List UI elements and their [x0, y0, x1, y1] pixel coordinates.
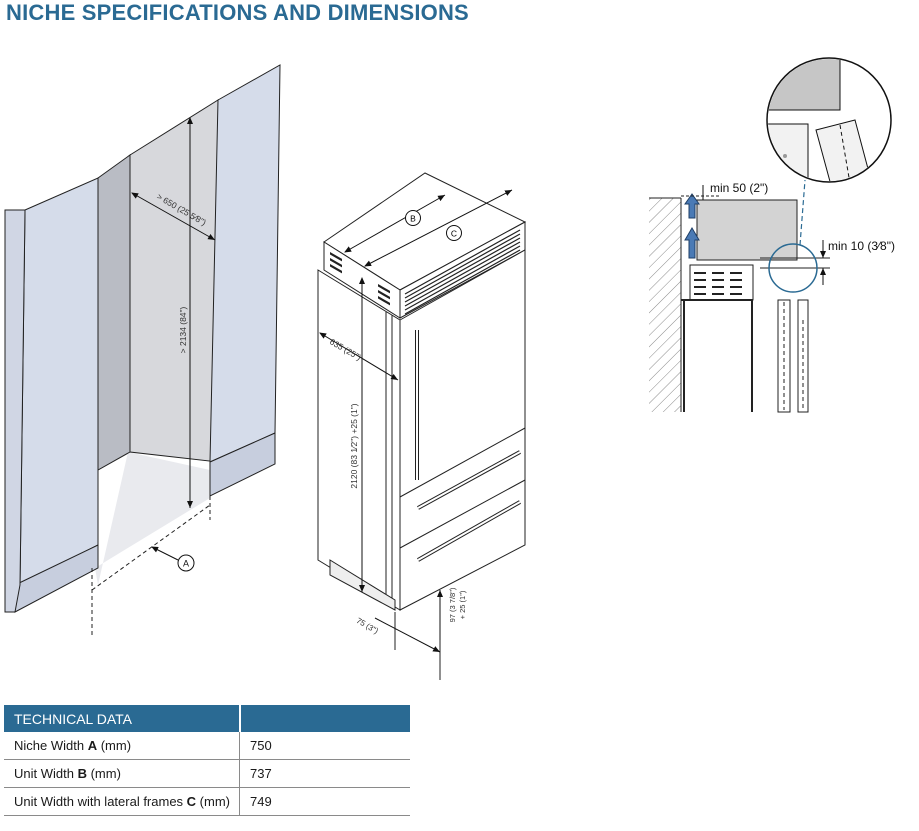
- table-row: Unit Width B (mm) 737: [4, 759, 410, 788]
- table-row: Niche Width A (mm) 750: [4, 732, 410, 760]
- technical-data-header-value: [238, 705, 410, 732]
- niche-drawing: > 2134 (84") > 650 (25 5⁄8") A: [4, 64, 281, 635]
- unit-toe-height-label-2: + 25 (1"): [458, 590, 467, 619]
- detail-side-gap-label: min 10 (3⁄8"): [828, 239, 895, 253]
- unit-drawing: B C 635 (25") 2120 (83 1⁄2") +25 (1") 75…: [317, 172, 527, 680]
- niche-width-marker: A: [183, 559, 189, 569]
- row-label: Unit Width B (mm): [4, 759, 240, 788]
- row-value: 737: [239, 759, 410, 788]
- row-value: 749: [239, 787, 410, 816]
- page-title: NICHE SPECIFICATIONS AND DIMENSIONS: [6, 0, 469, 25]
- dimension-drawing: > 2134 (84") > 650 (25 5⁄8") A: [4, 57, 895, 680]
- row-label: Unit Width with lateral frames C (mm): [4, 787, 240, 816]
- technical-data-header: TECHNICAL DATA: [4, 705, 240, 732]
- row-value: 750: [239, 732, 410, 760]
- table-row: Unit Width with lateral frames C (mm) 74…: [4, 787, 410, 816]
- unit-height-label: 2120 (83 1⁄2") +25 (1"): [349, 403, 359, 488]
- unit-width-marker-b: B: [410, 214, 416, 224]
- row-label: Niche Width A (mm): [4, 732, 240, 760]
- unit-toe-height-label-1: 97 (3 7/8"): [448, 587, 457, 622]
- technical-data-table: TECHNICAL DATA Niche Width A (mm) 750 Un…: [4, 705, 410, 816]
- detail-drawing: min 50 (2") min 10 (3⁄8"): [649, 57, 895, 413]
- unit-width-marker-c: C: [451, 229, 457, 239]
- niche-height-label: > 2134 (84"): [178, 306, 188, 353]
- detail-top-gap-label: min 50 (2"): [710, 181, 768, 195]
